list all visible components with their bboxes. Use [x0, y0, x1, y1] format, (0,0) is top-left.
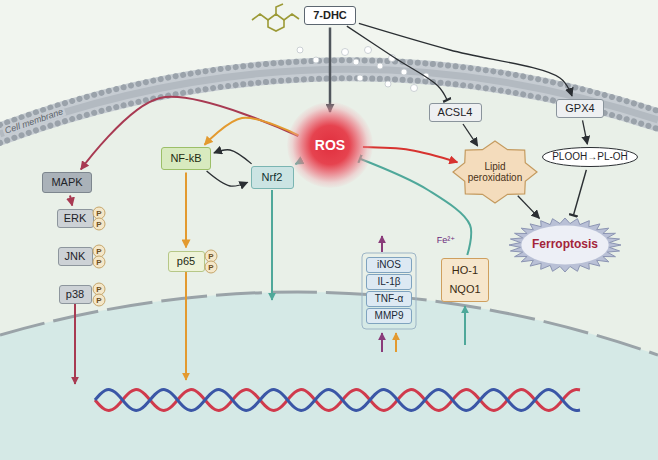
node-text: ERK: [64, 212, 87, 225]
factor-box: Nrf2: [251, 166, 294, 189]
reaction-ellipse: PLOOH→PL-OH: [542, 147, 638, 167]
node-text: NF-kB: [170, 152, 201, 165]
phospho-mark: P: [93, 256, 106, 269]
factor-box: NF-kB: [161, 147, 211, 170]
nucleus: [0, 292, 658, 460]
ferroptosis-burst: Ferroptosis: [509, 218, 621, 272]
inhibition-line: [347, 26, 447, 100]
node-text: PLOOH→PL-OH: [552, 151, 628, 163]
node-text: ACSL4: [438, 106, 473, 119]
molecule-icon: [276, 4, 283, 14]
node-text: NQO1: [449, 283, 480, 296]
cytokine-up-arrow: [381, 236, 383, 252]
dna-strand: [95, 390, 580, 411]
compound-box: 7-DHC: [304, 6, 356, 25]
node-text: Ferroptosis: [532, 238, 598, 252]
node-text: p38: [66, 288, 84, 301]
cytokine-frame: [362, 253, 416, 329]
activation-arrow: [583, 120, 588, 144]
lipid-star: Lipid peroxidation: [452, 140, 538, 204]
vesicle-dots: [297, 47, 429, 92]
dna-to-cytokine-arrow: [395, 333, 397, 352]
molecule-icon: [252, 14, 299, 20]
kinase-box: MAPK: [42, 172, 92, 193]
dna-to-cytokine-arrow: [381, 333, 383, 352]
ros-circle: ROS: [287, 102, 373, 188]
activation-arrow: [207, 171, 248, 186]
enzyme-box: HO-1NQO1: [441, 258, 489, 302]
phospho-mark: P: [93, 294, 106, 307]
subunit-box: p65: [168, 251, 205, 272]
ion-label: Fe²⁺: [436, 235, 456, 245]
dna-strand: [95, 390, 580, 411]
node-text: iNOS: [377, 259, 401, 271]
node-text: p65: [177, 255, 195, 268]
node-text: JNK: [65, 250, 86, 263]
activation-arrow: [185, 173, 187, 248]
activation-arrow: [359, 23, 572, 96]
p38-to-dna-arrow: [74, 304, 76, 384]
node-text: MMP9: [375, 310, 404, 322]
node-text: TNF-α: [375, 293, 404, 305]
nuclear-envelope: [0, 292, 658, 355]
molecule-icon: [268, 20, 284, 31]
activation-arrow: [363, 147, 457, 162]
node-text: Nrf2: [262, 171, 283, 184]
node-text: IL-1β: [378, 276, 401, 288]
activation-arrow: [518, 196, 540, 219]
activation-arrow: [329, 28, 332, 113]
kinase-box: JNK: [58, 247, 93, 266]
activation-arrow: [70, 195, 72, 205]
enzyme-box: ACSL4: [429, 103, 482, 122]
node-text: ROS: [315, 137, 345, 153]
dna-helix: [95, 390, 580, 411]
enzyme-box: GPX4: [556, 99, 604, 118]
kinase-box: ERK: [57, 209, 94, 228]
node-text: HO-1: [452, 264, 478, 277]
kinase-box: p38: [59, 285, 92, 304]
node-text: Lipid peroxidation: [465, 161, 525, 184]
activation-arrow: [81, 97, 298, 170]
activation-arrow: [463, 124, 478, 146]
node-text: 7-DHC: [313, 9, 347, 22]
node-text: GPX4: [565, 102, 594, 115]
cytokine-box: iNOS: [366, 257, 412, 273]
phospho-mark: P: [93, 218, 106, 231]
p65-to-dna-arrow: [185, 272, 187, 380]
node-text: MAPK: [51, 176, 82, 189]
activation-arrow: [205, 118, 299, 145]
cytokine-box: TNF-α: [366, 291, 412, 307]
cytokine-box: IL-1β: [366, 274, 412, 290]
activation-arrow: [214, 150, 252, 164]
nrf2-to-dna-arrow: [271, 190, 273, 300]
phospho-mark: P: [205, 261, 218, 274]
cytokine-box: MMP9: [366, 308, 412, 324]
membrane-label: Cell membrane: [2, 106, 67, 137]
inhibition-line: [573, 170, 586, 215]
nucleus-to-ho1-arrow: [464, 306, 466, 345]
